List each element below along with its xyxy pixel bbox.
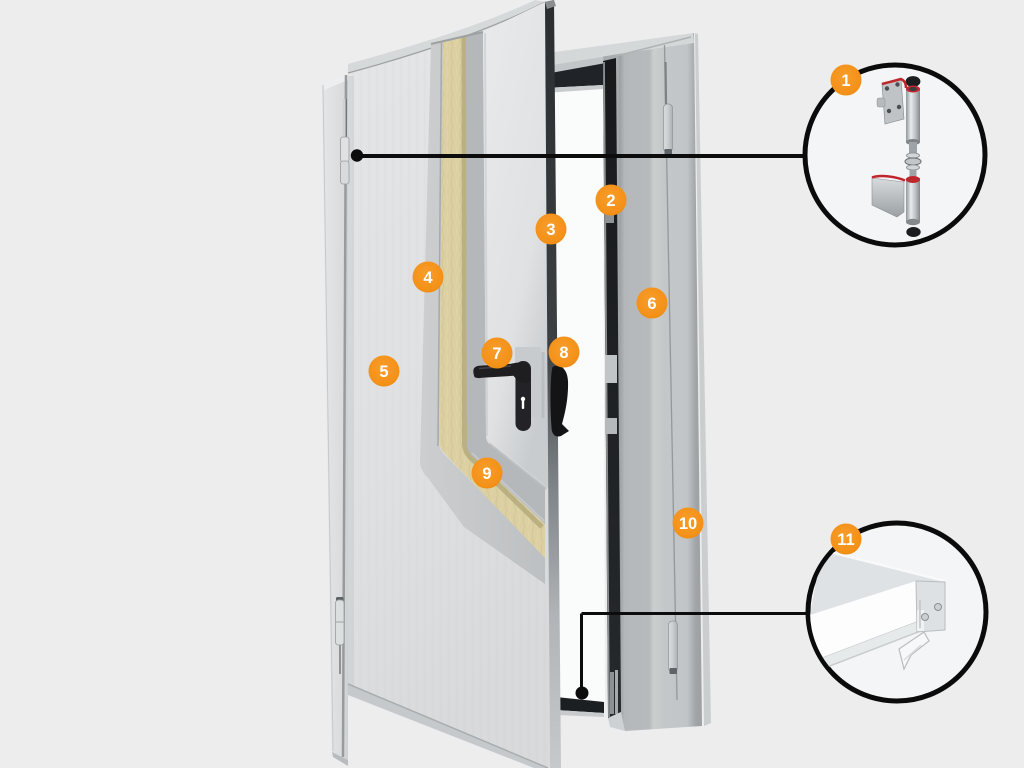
svg-text:6: 6 [647, 295, 656, 313]
svg-text:10: 10 [679, 515, 697, 533]
svg-text:2: 2 [606, 192, 615, 210]
svg-text:11: 11 [837, 531, 854, 549]
svg-text:8: 8 [559, 344, 568, 362]
svg-text:4: 4 [423, 269, 433, 287]
svg-text:5: 5 [379, 363, 388, 381]
svg-text:1: 1 [841, 72, 850, 90]
svg-text:9: 9 [482, 465, 491, 483]
svg-text:3: 3 [546, 221, 555, 239]
svg-text:7: 7 [492, 345, 501, 363]
